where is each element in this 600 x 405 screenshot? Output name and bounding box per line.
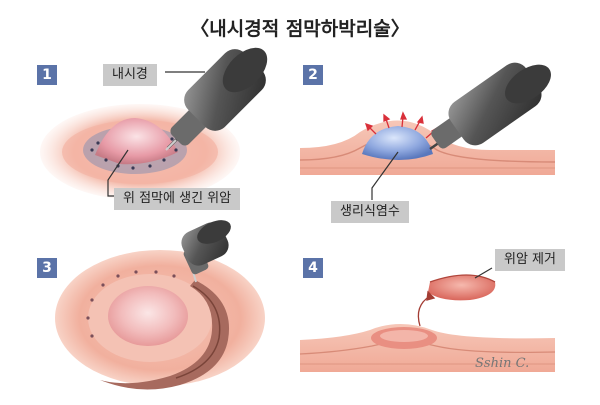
endoscope-1	[165, 47, 268, 151]
saline-bubble	[362, 126, 433, 160]
artist-signature: Sshin C.	[475, 356, 529, 371]
callout-cancer-removal: 위암 제거	[495, 249, 565, 271]
callout-saline: 생리식염수	[331, 201, 409, 223]
stomach-wall-section-4	[300, 324, 555, 372]
removed-tumor	[428, 275, 496, 301]
step-badge-2: 2	[303, 65, 323, 85]
panel-3-illustration	[55, 220, 265, 390]
tumor	[95, 118, 178, 165]
panel-4-illustration: Sshin C.	[299, 267, 556, 372]
callout-endoscope: 내시경	[103, 64, 157, 86]
step-badge-3: 3	[37, 258, 57, 278]
endoscope-3	[181, 220, 231, 283]
step-badge-4: 4	[303, 258, 323, 278]
incision-cut	[100, 280, 230, 390]
callout-gastric-cancer: 위 점막에 생긴 위암	[114, 188, 241, 210]
tumor-3	[108, 286, 188, 346]
endoscope-2	[429, 62, 551, 151]
step-badge-1: 1	[37, 65, 57, 85]
panel-2-illustration	[299, 62, 556, 200]
diagram-title: 〈내시경적 점막하박리술〉	[190, 18, 410, 40]
panel-1-illustration	[40, 47, 268, 200]
